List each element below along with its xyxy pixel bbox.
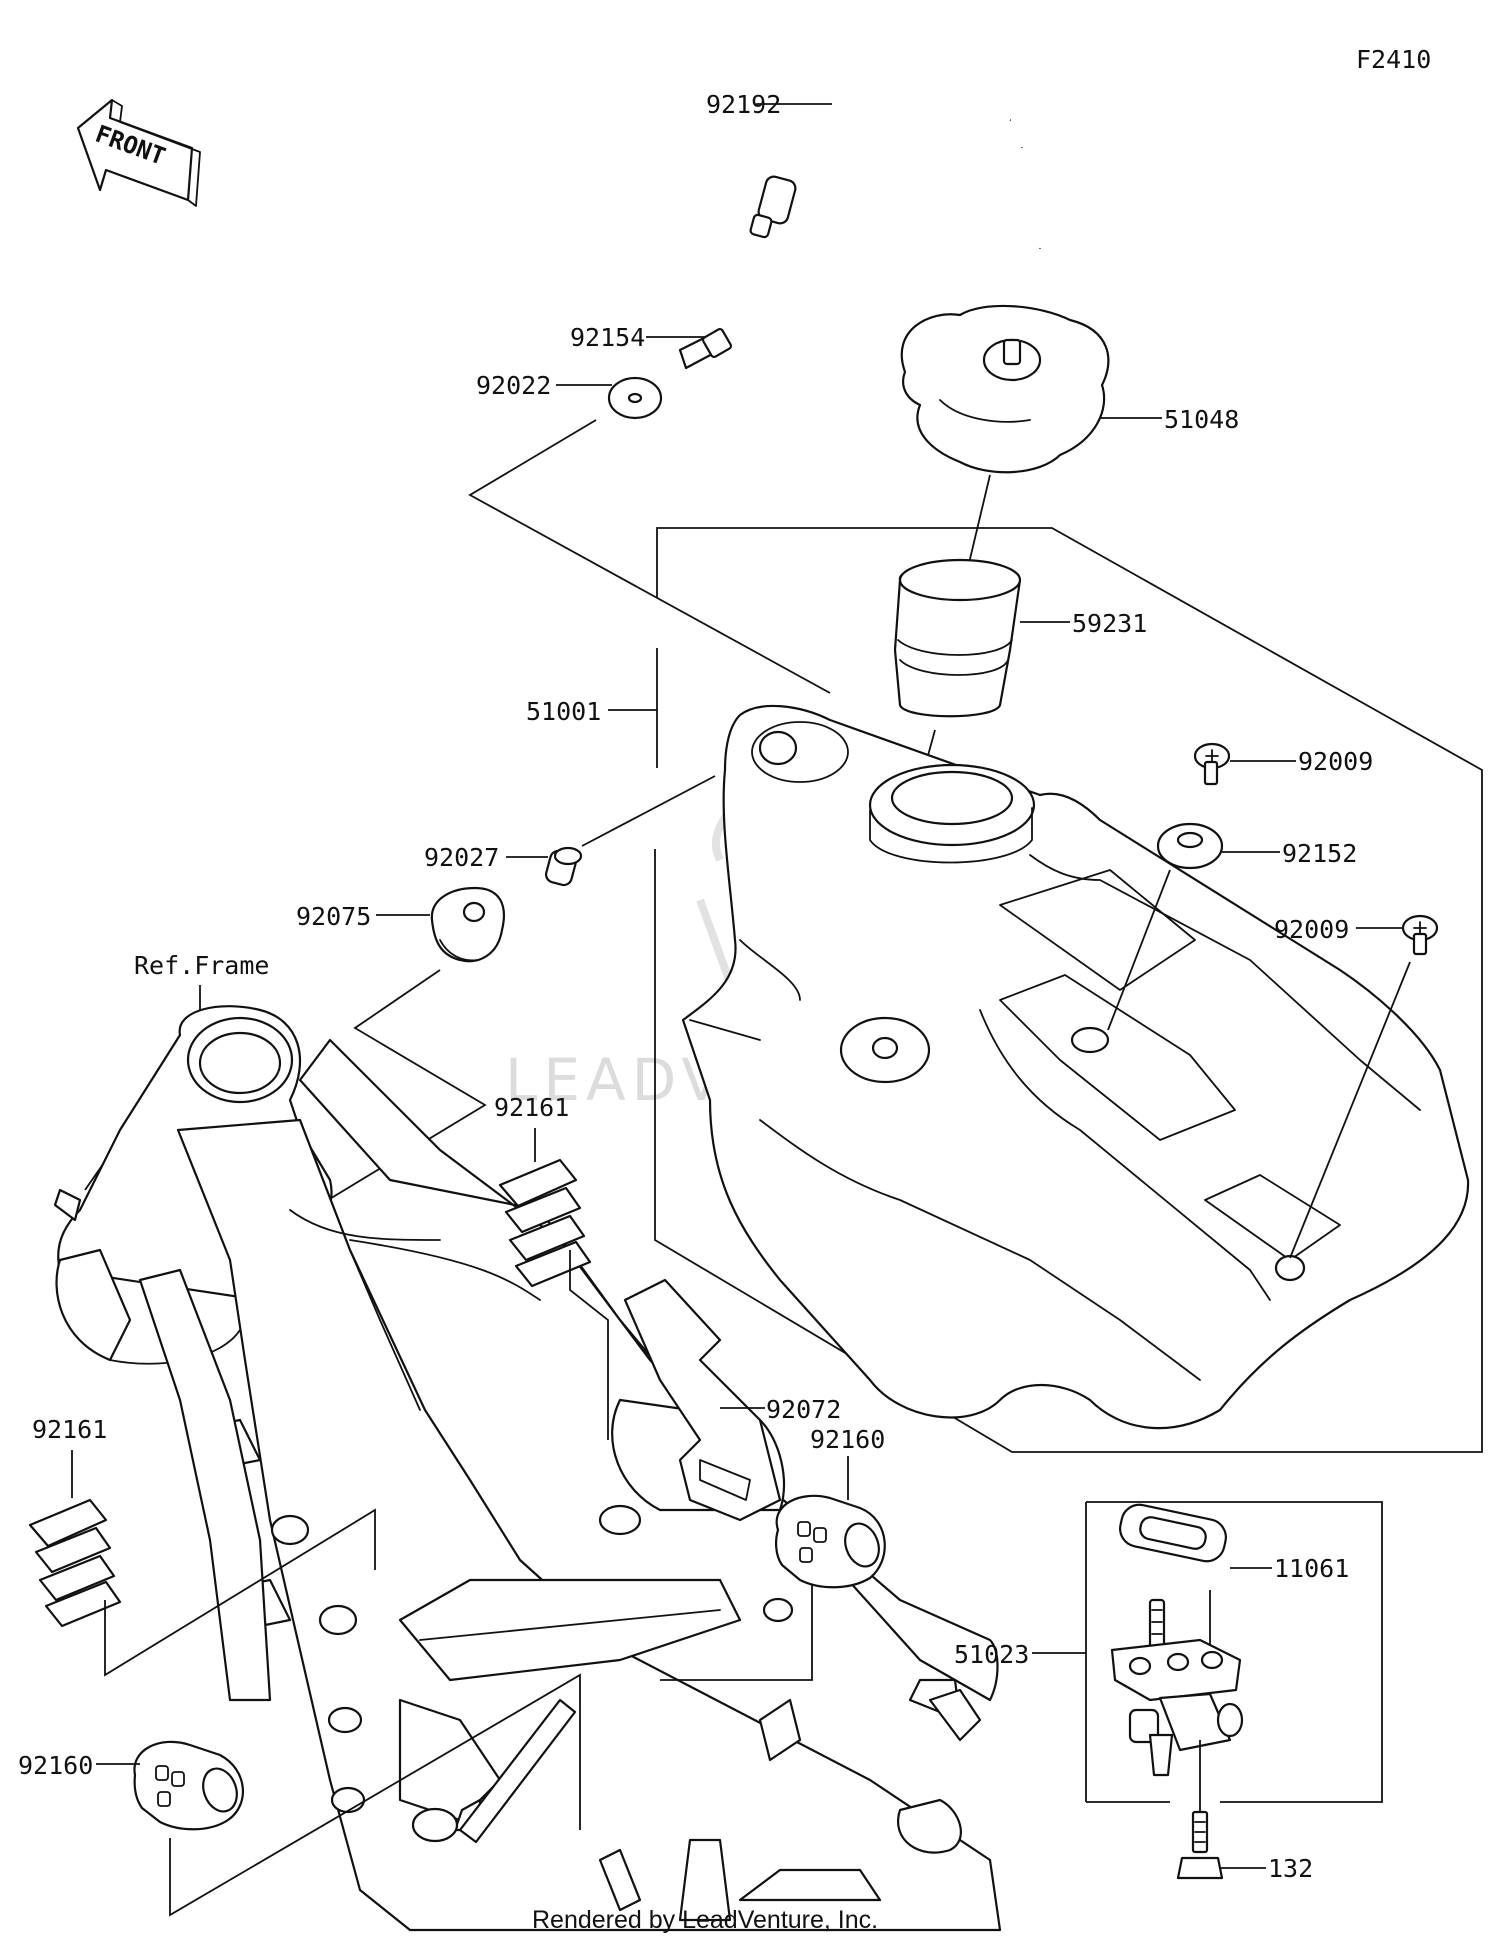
breather-hose-92192 [749,96,1047,249]
ref-frame-label: Ref.Frame [134,951,269,980]
fuel-cock-51023 [1110,1598,1244,1777]
leader-92160-left-down [169,1673,581,1917]
label-51048: 51048 [1164,405,1239,434]
collar-92027 [544,846,583,887]
grommet-92160-left [133,1740,244,1831]
leader-92022-to-tank [468,419,831,694]
label-59231: 59231 [1072,609,1147,638]
label-92160-right: 92160 [810,1425,885,1454]
credit-text: Rendered by LeadVenture, Inc. [532,1906,878,1934]
label-92009-top: 92009 [1298,747,1373,776]
screw-92009-top [1193,742,1231,786]
label-92152: 92152 [1282,839,1357,868]
label-92161-left: 92161 [32,1415,107,1444]
grommet-92152 [1156,822,1224,870]
figure-code: F2410 [1356,45,1431,74]
label-92027: 92027 [424,843,499,872]
tank-assembly-bracket [654,527,1483,1453]
label-11061: 11061 [1274,1554,1349,1583]
leader-92161-center-down [569,1250,609,1440]
label-92075: 92075 [296,902,371,931]
screw-92009-right [1401,914,1439,956]
rubber-pad-92161-left [28,1498,122,1628]
fuel-cock-box [1086,1501,1383,1803]
washer-92022 [607,376,663,420]
label-92072: 92072 [766,1395,841,1424]
fuel-tank-51001 [681,704,1470,1430]
leader-92160-right-down [660,1585,813,1681]
label-51001: 51001 [526,697,601,726]
label-92022: 92022 [476,371,551,400]
grommet-92160-right [775,1494,886,1589]
label-92161-center: 92161 [494,1093,569,1122]
label-92192: 92192 [706,90,781,119]
leader-92152-down [1107,869,1171,1031]
filter-59231 [893,558,1022,718]
leader-92161-left-down [104,1508,376,1677]
damper-92075 [430,886,505,963]
leader-92027-up [581,775,716,847]
label-132: 132 [1268,1854,1313,1883]
label-92009-right: 92009 [1274,915,1349,944]
label-92160-left: 92160 [18,1751,93,1780]
front-arrow-icon: FRONT [76,98,201,207]
bolt-92154 [678,327,733,370]
screw-132 [1176,1810,1224,1880]
gasket-11061 [1119,1503,1227,1563]
label-92154: 92154 [570,323,645,352]
band-92072 [623,1278,782,1522]
rubber-pad-92161-center [498,1158,592,1288]
label-51023: 51023 [954,1640,1029,1669]
leader-92009-right-down [1289,961,1411,1259]
fuel-cap-51048 [900,304,1110,474]
